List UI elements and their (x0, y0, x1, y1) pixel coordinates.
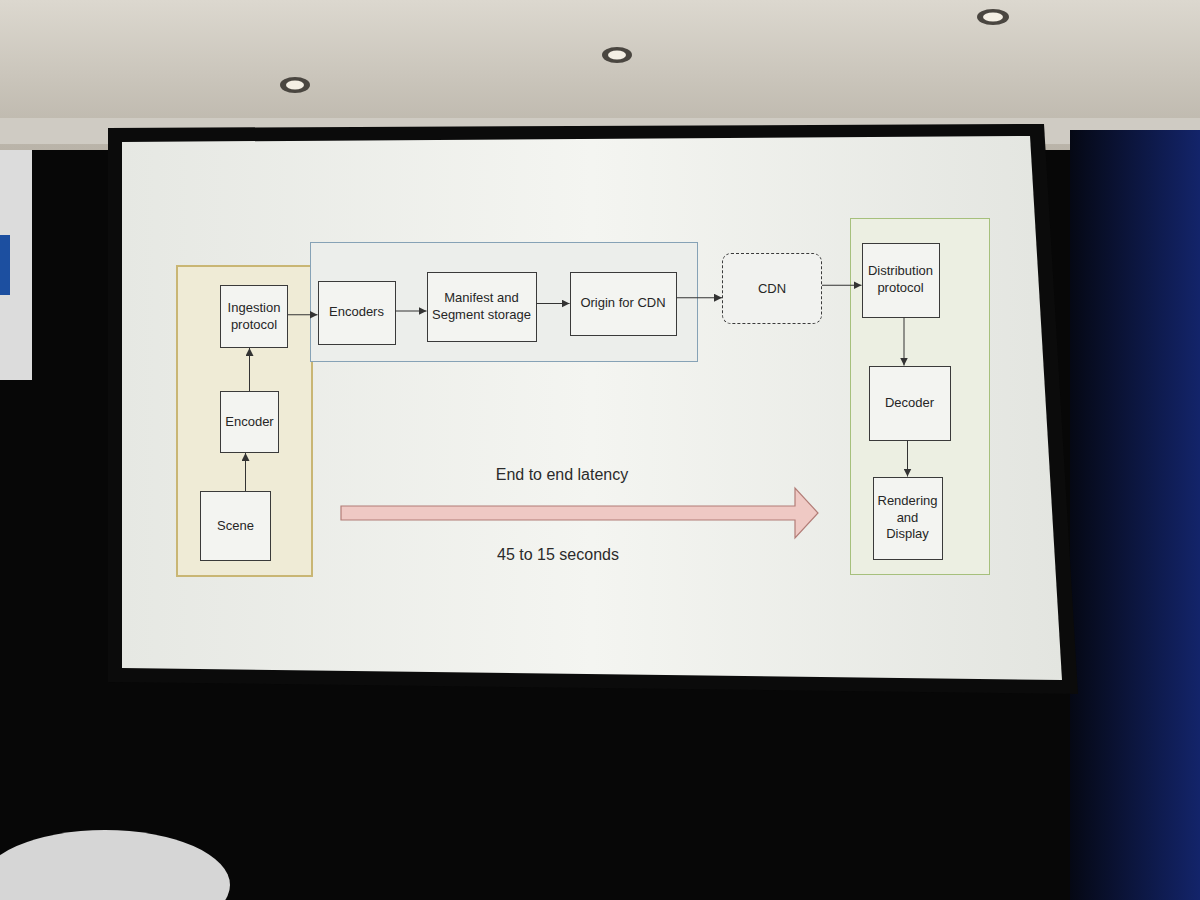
process-box: Manifest and Segment storage (427, 272, 537, 342)
process-box: Distribution protocol (862, 243, 940, 318)
process-box: Rendering and Display (873, 477, 943, 560)
process-box: Encoder (220, 391, 279, 453)
ceiling-light (286, 81, 304, 90)
process-box: Ingestion protocol (220, 285, 288, 348)
side-banner (0, 235, 10, 295)
flow-arrow (249, 348, 250, 391)
ceiling-light (280, 77, 310, 93)
node-text: Decoder (885, 395, 934, 412)
process-box: Decoder (869, 366, 951, 441)
node-text: Encoders (329, 304, 384, 321)
group-box: Encoders Manifest and Segment storage Orig… (310, 242, 698, 362)
flow-arrow (245, 453, 246, 491)
ceiling-light (602, 47, 632, 63)
projection-screen (122, 136, 1062, 680)
node-text: Rendering and Display (877, 493, 939, 543)
node-text: CDN (758, 281, 786, 296)
process-box: Encoders (318, 281, 396, 345)
flow-arrow (677, 297, 723, 298)
screen-frame (108, 124, 1078, 694)
ceiling-light (983, 13, 1003, 22)
flow-arrow (822, 285, 862, 286)
latency-arrow (341, 488, 818, 538)
node-text: Encoder (225, 414, 273, 431)
group-box: Distribution protocolDecoderRendering an… (850, 218, 990, 575)
flow-arrow (537, 303, 570, 304)
node-text: Scene (217, 518, 254, 535)
flow-arrow (907, 441, 908, 477)
group-box: Ingestion protocolEncoderScene (176, 265, 313, 577)
ceiling-light (608, 51, 626, 60)
node-text: Ingestion protocol (224, 300, 284, 333)
flow-arrow (396, 311, 427, 312)
process-box: Scene (200, 491, 271, 561)
side-banner (0, 150, 32, 380)
flow-arrow (904, 318, 905, 366)
cdn-cloud: CDN (722, 253, 822, 324)
flow-arrow (288, 314, 318, 315)
table (0, 830, 230, 900)
ceiling-light (977, 9, 1009, 25)
node-text: Origin for CDN (580, 295, 665, 312)
latency-value: 45 to 15 seconds (398, 546, 718, 564)
process-box: Origin for CDN (570, 272, 677, 336)
latency-label: End to end latency (402, 466, 722, 484)
node-text: Manifest and Segment storage (431, 290, 533, 323)
node-text: Distribution protocol (866, 263, 936, 296)
curtain (1070, 130, 1200, 900)
